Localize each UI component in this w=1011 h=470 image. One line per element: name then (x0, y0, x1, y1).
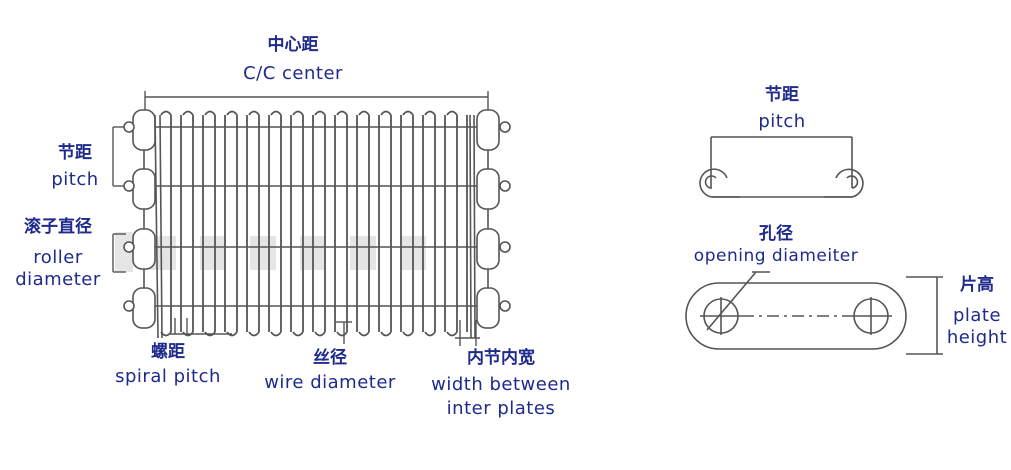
width-between-zh: 内节内宽 (467, 348, 535, 368)
opening-diameter-label: 孔径 opening diameiter (688, 224, 864, 266)
wire-diameter-label: 丝径 wire diameter (262, 348, 398, 393)
width-between-en2: inter plates (446, 398, 556, 420)
opening-diameter-en: opening diameiter (693, 245, 859, 266)
width-between-en1: width between (431, 373, 571, 395)
roller-diameter-label: 滚子直径 roller diameter (12, 217, 104, 291)
cc-center-en: C/C center (243, 62, 343, 84)
wire-diameter-zh: 丝径 (313, 348, 347, 368)
cc-center-zh: 中心距 (267, 35, 319, 55)
pitch-side-view (699, 136, 864, 198)
rods (130, 126, 505, 307)
wire-diameter-en: wire diameter (264, 371, 396, 393)
plate-height-en2: height (946, 327, 1008, 349)
pitch-right-zh: 节距 (765, 85, 799, 105)
opening-diameter-zh: 孔径 (759, 224, 793, 244)
plate-height-label: 片高 plate height (944, 275, 1010, 349)
spiral-wires (160, 110, 468, 337)
right-link-plates (469, 109, 511, 339)
spiral-belt-front-view (112, 91, 511, 346)
pitch-left-en: pitch (51, 168, 99, 190)
spiral-pitch-zh: 螺距 (151, 342, 185, 362)
width-between-label: 内节内宽 width between inter plates (426, 348, 576, 420)
left-link-plates (123, 109, 163, 339)
cc-center-label: 中心距 C/C center (238, 35, 348, 84)
spiral-pitch-label: 螺距 spiral pitch (108, 342, 228, 387)
roller-diameter-zh: 滚子直径 (24, 217, 92, 237)
pitch-right-en: pitch (758, 110, 806, 132)
spiral-pitch-en: spiral pitch (115, 365, 221, 387)
roller-diameter-en2: diameter (15, 269, 101, 291)
roller-diameter-en1: roller (33, 246, 83, 268)
pitch-right-label: 节距 pitch (743, 85, 821, 132)
plate-height-zh: 片高 (960, 275, 994, 295)
plate-height-en1: plate (952, 304, 1002, 326)
link-plate-view (685, 271, 943, 355)
pitch-left-zh: 节距 (58, 143, 92, 163)
pitch-left-label: 节距 pitch (40, 143, 110, 190)
